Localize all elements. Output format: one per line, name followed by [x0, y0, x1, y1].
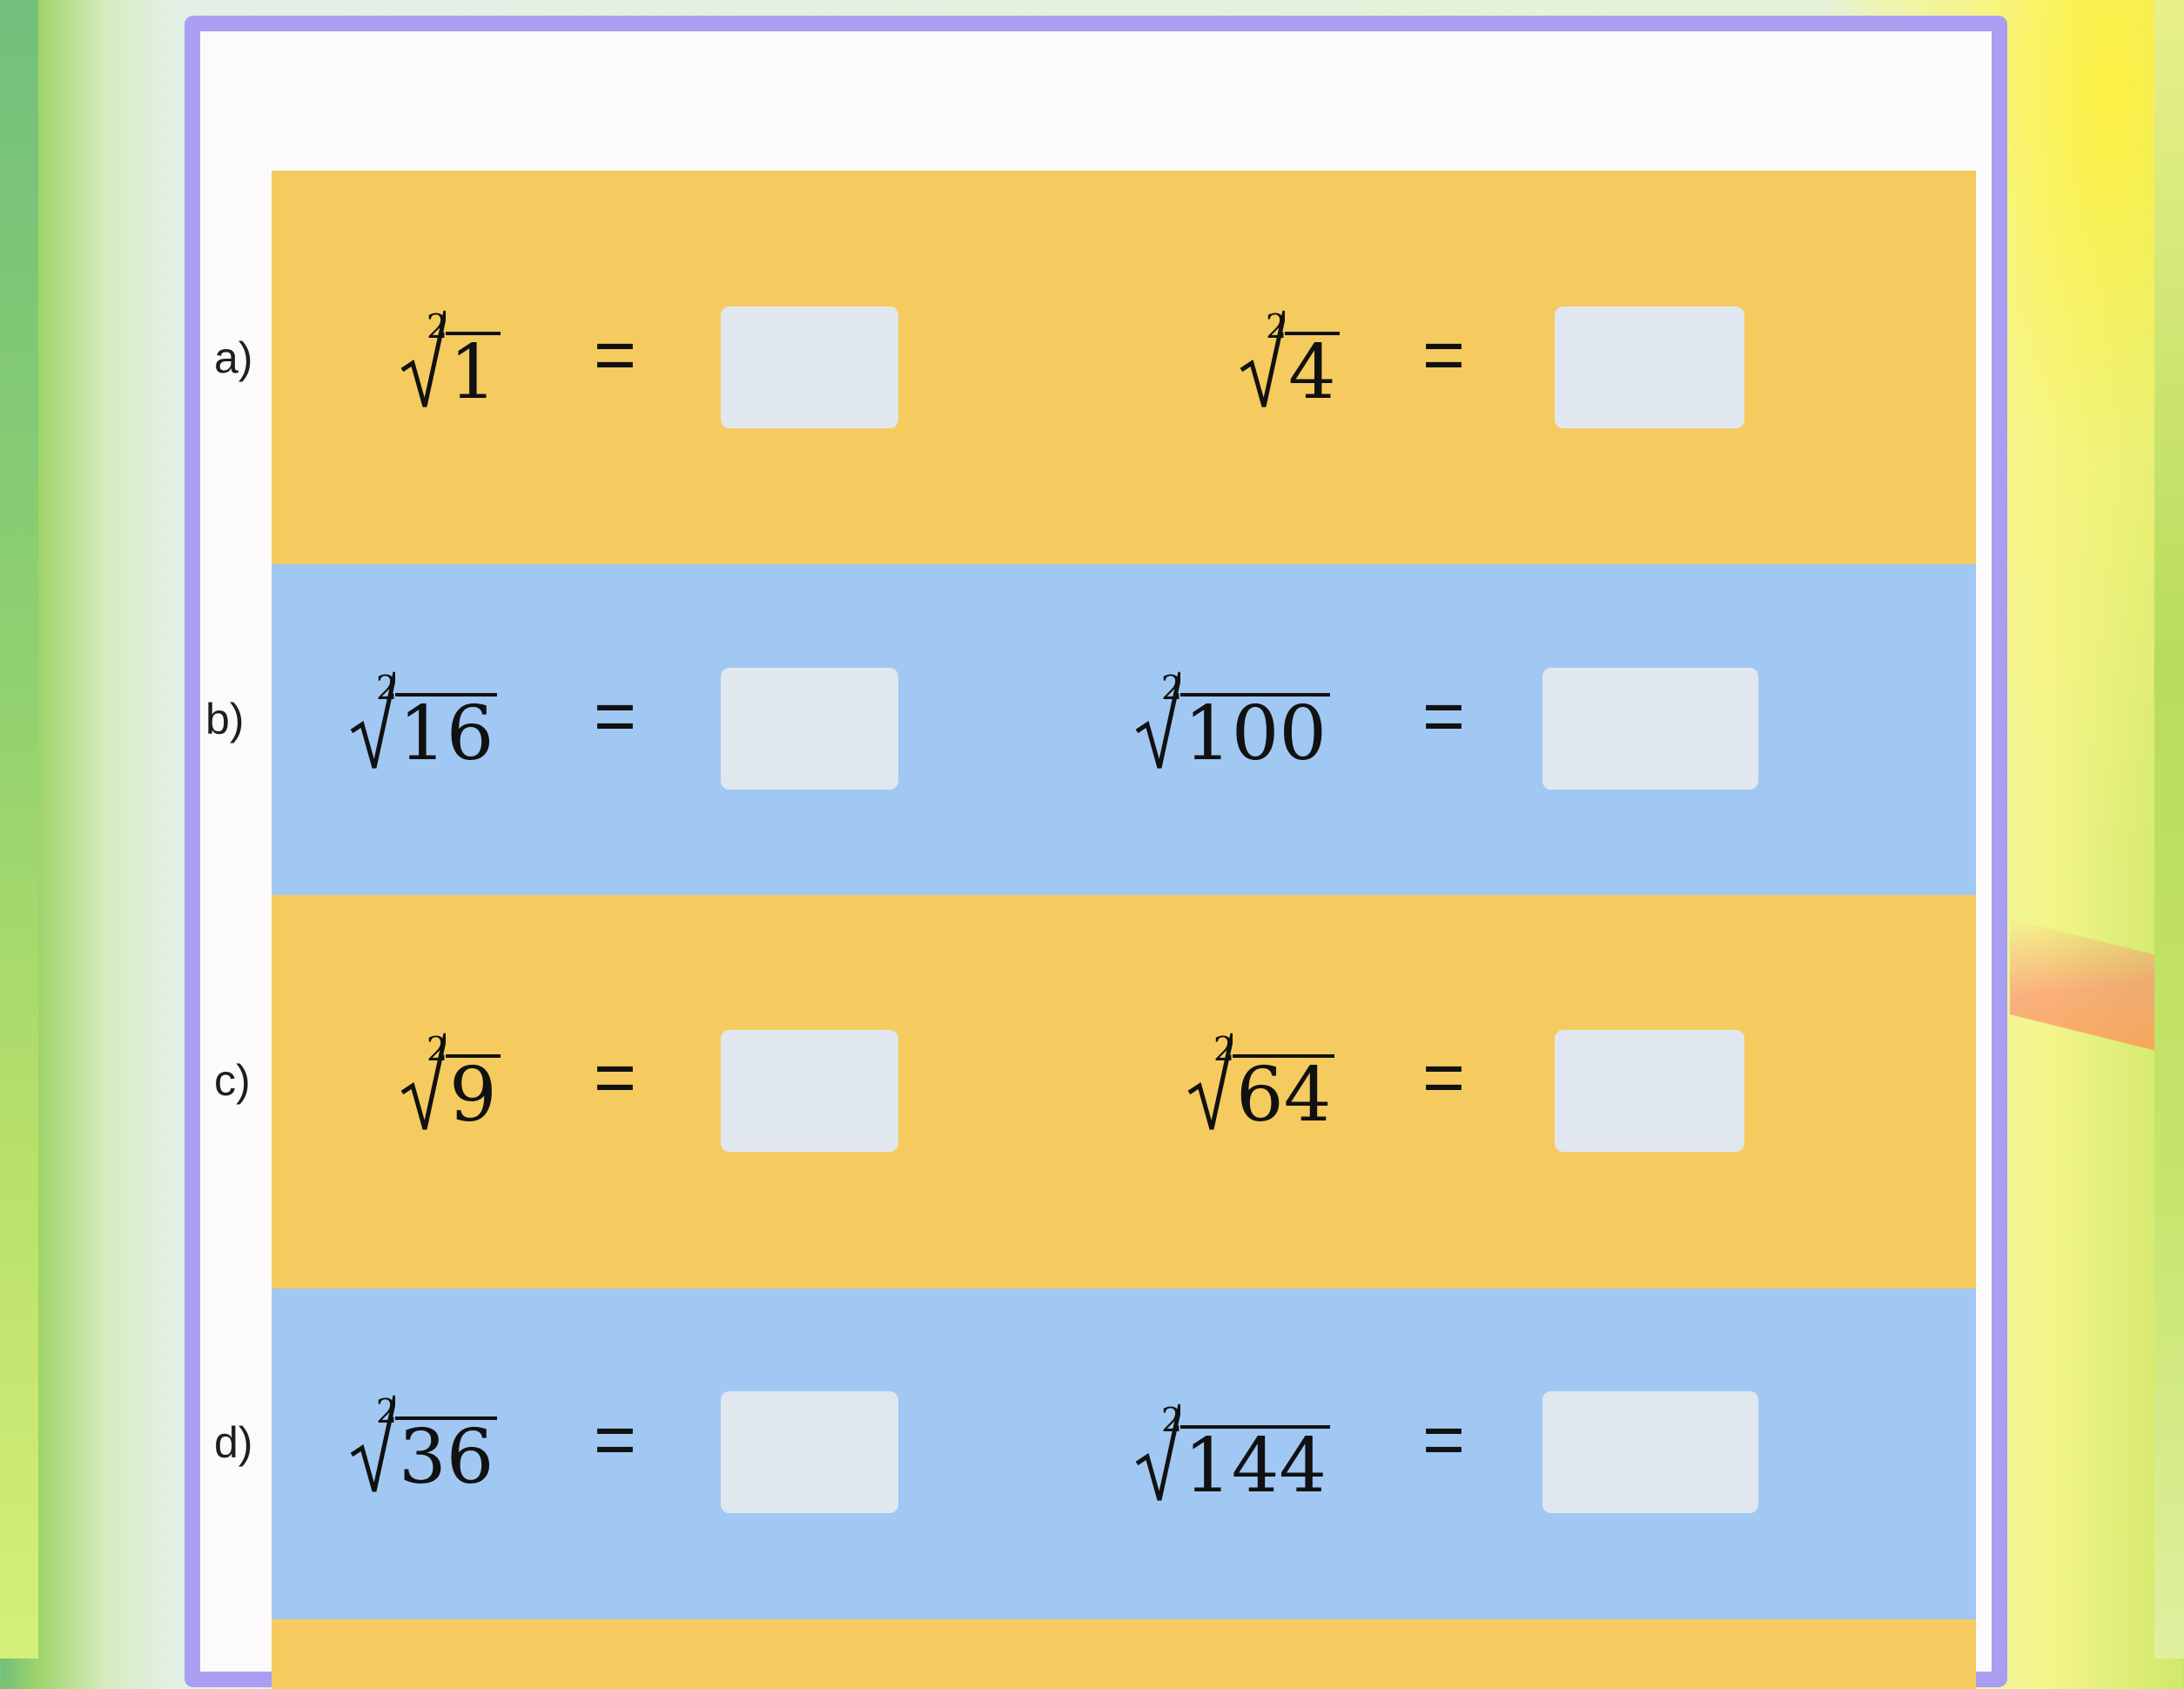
row-label: c) — [214, 1056, 251, 1105]
radicand: 100 — [1180, 693, 1331, 771]
answer-input-a-left[interactable] — [721, 306, 898, 428]
radicand: 4 — [1285, 332, 1340, 410]
radical-sign-icon — [1240, 310, 1285, 407]
root-index: 2 — [1213, 1030, 1235, 1068]
root-index: 2 — [427, 307, 448, 346]
equals-sign: = — [1422, 675, 1466, 757]
row-next-partial — [272, 1619, 1976, 1689]
radical-sign-icon — [1135, 671, 1180, 769]
radicand: 144 — [1180, 1425, 1331, 1504]
background-orange-streak — [2010, 919, 2184, 1058]
root-index: 2 — [1161, 1401, 1183, 1439]
root-index: 2 — [376, 1392, 398, 1430]
radical-sign-icon — [1135, 1403, 1180, 1501]
root-expression: 2 100 — [1135, 669, 1331, 775]
root-index: 2 — [427, 1030, 448, 1068]
equals-sign: = — [594, 313, 637, 395]
background-right-band — [2154, 0, 2184, 1659]
root-expression: 2 64 — [1187, 1030, 1335, 1136]
answer-input-a-right[interactable] — [1555, 306, 1744, 428]
radicand: 36 — [395, 1416, 498, 1495]
radical-sign-icon — [350, 1395, 395, 1492]
radicand: 1 — [446, 332, 501, 410]
equals-sign: = — [1422, 1398, 1466, 1480]
root-index: 2 — [1161, 669, 1183, 707]
root-index: 2 — [1266, 307, 1287, 346]
equals-sign: = — [1422, 1036, 1466, 1118]
answer-input-c-left[interactable] — [721, 1030, 898, 1152]
radical-sign-icon — [350, 671, 395, 769]
radical-sign-icon — [1187, 1033, 1233, 1130]
equals-sign: = — [1422, 313, 1466, 395]
equals-sign: = — [594, 1036, 637, 1118]
answer-input-d-left[interactable] — [721, 1391, 898, 1513]
radicand: 16 — [395, 693, 498, 771]
answer-input-b-right[interactable] — [1542, 668, 1758, 790]
root-index: 2 — [376, 669, 398, 707]
row-label: b) — [205, 695, 245, 744]
radical-sign-icon — [400, 310, 446, 407]
radicand: 9 — [446, 1054, 501, 1133]
answer-input-d-right[interactable] — [1542, 1391, 1758, 1513]
root-expression: 2 9 — [400, 1030, 501, 1136]
root-expression: 2 36 — [350, 1392, 498, 1498]
background-left-band — [0, 0, 38, 1659]
answer-input-c-right[interactable] — [1555, 1030, 1744, 1152]
root-expression: 2 144 — [1135, 1401, 1331, 1507]
row-label: d) — [214, 1418, 253, 1467]
equals-sign: = — [594, 675, 637, 757]
root-expression: 2 4 — [1240, 307, 1340, 414]
row-label: a) — [214, 333, 253, 382]
root-expression: 2 1 — [400, 307, 501, 414]
root-expression: 2 16 — [350, 669, 498, 775]
equals-sign: = — [594, 1398, 637, 1480]
worksheet — [272, 171, 1976, 1689]
radical-sign-icon — [400, 1033, 446, 1130]
answer-input-b-left[interactable] — [721, 668, 898, 790]
radicand: 64 — [1233, 1054, 1335, 1133]
